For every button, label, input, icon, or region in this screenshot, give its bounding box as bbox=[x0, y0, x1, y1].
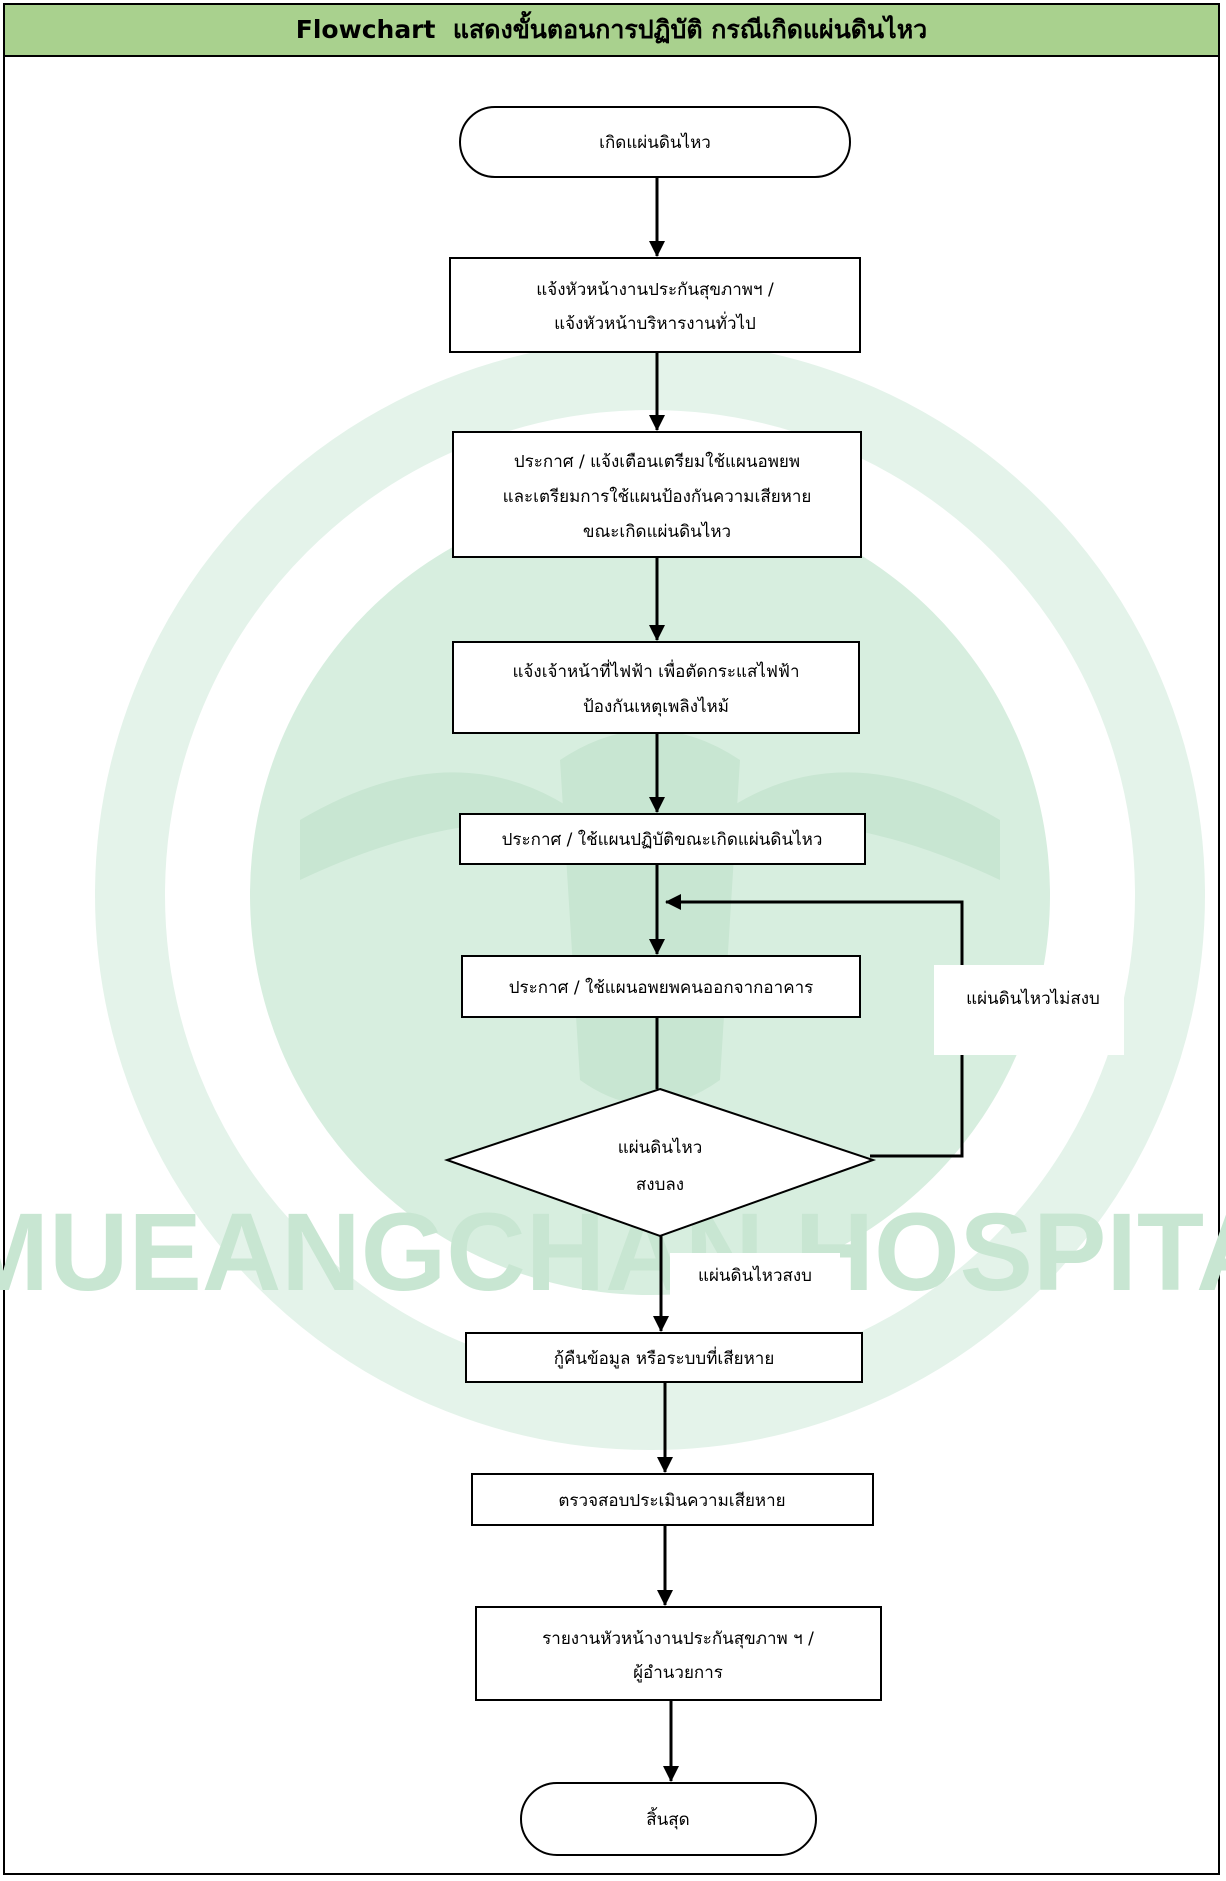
node-step2-line3: ขณะเกิดแผ่นดินไหว bbox=[583, 521, 731, 542]
node-end: สิ้นสุด bbox=[520, 1782, 817, 1856]
node-step7: ตรวจสอบประเมินความเสียหาย bbox=[471, 1473, 874, 1526]
node-step4-label: ประกาศ / ใช้แผนปฏิบัติขณะเกิดแผ่นดินไหว bbox=[502, 829, 823, 850]
node-decision: แผ่นดินไหว สงบลง bbox=[443, 1087, 877, 1238]
page-title: Flowchart แสดงขั้นตอนการปฏิบัติ กรณีเกิด… bbox=[295, 15, 928, 44]
header-bar: Flowchart แสดงขั้นตอนการปฏิบัติ กรณีเกิด… bbox=[5, 5, 1218, 57]
node-step5-label: ประกาศ / ใช้แผนอพยพคนออกจากอาคาร bbox=[509, 977, 814, 998]
edge-label-calm: แผ่นดินไหวสงบ bbox=[670, 1253, 840, 1295]
node-step5: ประกาศ / ใช้แผนอพยพคนออกจากอาคาร bbox=[461, 955, 861, 1018]
node-step1-line1: แจ้งหัวหน้างานประกันสุขภาพฯ / bbox=[536, 280, 774, 300]
node-step2-line1: ประกาศ / แจ้งเตือนเตรียมใช้แผนอพยพ bbox=[514, 451, 800, 472]
watermark-left-wing-icon bbox=[300, 772, 600, 880]
node-step6: กู้คืนข้อมูล หรือระบบที่เสียหาย bbox=[465, 1332, 863, 1383]
node-step2-line2: และเตรียมการใช้แผนป้องกันความเสียหาย bbox=[503, 486, 812, 507]
node-step2: ประกาศ / แจ้งเตือนเตรียมใช้แผนอพยพ และเต… bbox=[452, 431, 862, 558]
node-step1-line2: แจ้งหัวหน้าบริหารงานทั่วไป bbox=[554, 311, 756, 334]
node-step4: ประกาศ / ใช้แผนปฏิบัติขณะเกิดแผ่นดินไหว bbox=[459, 813, 866, 865]
node-step6-label: กู้คืนข้อมูล หรือระบบที่เสียหาย bbox=[554, 1346, 775, 1369]
node-step1: แจ้งหัวหน้างานประกันสุขภาพฯ / แจ้งหัวหน้… bbox=[449, 257, 861, 353]
node-step7-label: ตรวจสอบประเมินความเสียหาย bbox=[558, 1491, 785, 1511]
edge-label-not-calm-text: แผ่นดินไหวไม่สงบ bbox=[966, 988, 1100, 1009]
edge-label-calm-text: แผ่นดินไหวสงบ bbox=[698, 1265, 812, 1286]
watermark-ring bbox=[95, 340, 1205, 1450]
node-step3-line1: แจ้งเจ้าหน้าที่ไฟฟ้า เพื่อตัดกระแสไฟฟ้า bbox=[512, 659, 799, 682]
node-step8: รายงานหัวหน้างานประกันสุขภาพ ฯ / ผู้อำนว… bbox=[475, 1606, 882, 1701]
watermark-caduceus-icon bbox=[560, 730, 740, 1105]
node-end-label: สิ้นสุด bbox=[646, 1807, 689, 1830]
node-start: เกิดแผ่นดินไหว bbox=[459, 106, 851, 178]
node-step8-line1: รายงานหัวหน้างานประกันสุขภาพ ฯ / bbox=[542, 1629, 814, 1649]
node-step3: แจ้งเจ้าหน้าที่ไฟฟ้า เพื่อตัดกระแสไฟฟ้า … bbox=[452, 641, 860, 734]
edge-label-not-calm: แผ่นดินไหวไม่สงบ bbox=[934, 965, 1124, 1055]
node-step8-line2: ผู้อำนวยการ bbox=[633, 1663, 723, 1683]
node-decision-line1: แผ่นดินไหว bbox=[618, 1137, 703, 1158]
node-decision-line2: สงบลง bbox=[636, 1175, 684, 1195]
node-start-label: เกิดแผ่นดินไหว bbox=[599, 132, 711, 153]
diagram-frame: Flowchart แสดงขั้นตอนการปฏิบัติ กรณีเกิด… bbox=[3, 3, 1220, 1875]
node-step3-line2: ป้องกันเหตุเพลิงไหม้ bbox=[583, 696, 729, 717]
